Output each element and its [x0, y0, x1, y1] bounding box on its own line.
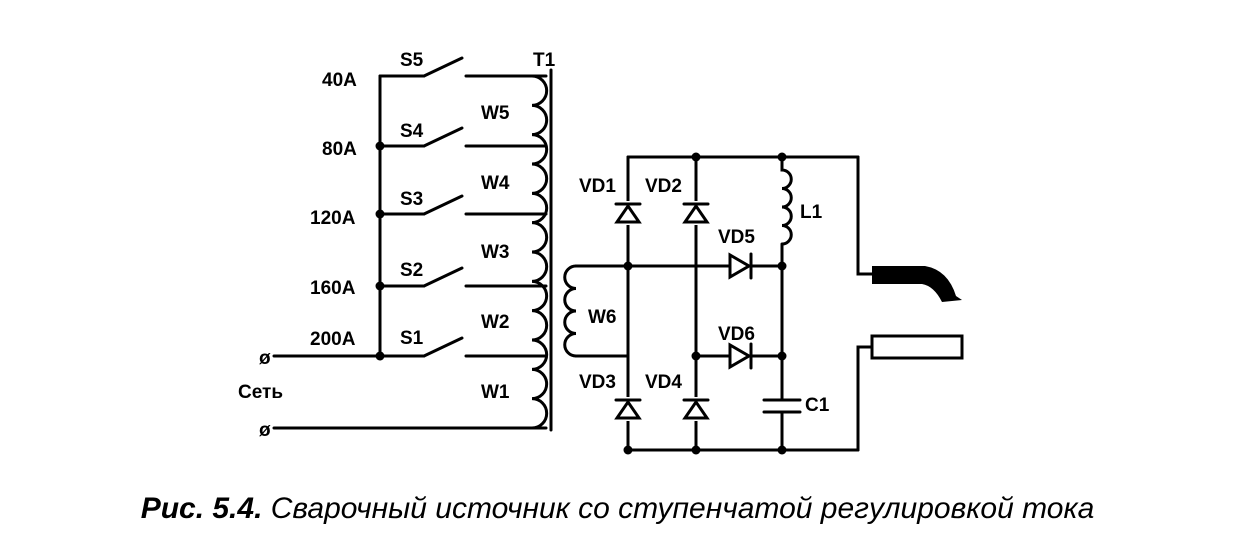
junction-dot [375, 281, 385, 291]
junction-dot [777, 261, 787, 271]
welding-cable-icon [872, 266, 962, 302]
mains-label: Сеть [238, 382, 283, 403]
vd5-diode-icon [728, 252, 752, 280]
switch-s3 [422, 194, 464, 216]
welding-source-schematic: S5 S4 S3 S2 S1 40A 80A 120A 160A 200A T1… [238, 50, 964, 455]
switch-label-s4: S4 [400, 121, 424, 142]
capacitor-label: C1 [805, 395, 830, 416]
vd3-diode-icon [614, 399, 642, 420]
switch-label-s1: S1 [400, 328, 424, 349]
winding-label-w5: W5 [481, 103, 510, 124]
winding-label-w2: W2 [481, 312, 510, 333]
secondary-winding-coil [563, 264, 577, 358]
switch-s5 [422, 56, 464, 78]
junction-dot [623, 261, 633, 271]
junction-dot [375, 351, 385, 361]
junction-dot [691, 152, 701, 162]
junction-dot [623, 445, 633, 455]
current-label-80a: 80A [322, 139, 357, 160]
junction-dot [375, 141, 385, 151]
inductor-coil [780, 157, 793, 246]
current-label-200a: 200A [310, 329, 356, 350]
switch-s2 [422, 266, 464, 288]
winding-label-w3: W3 [481, 242, 510, 263]
output-bottom-wire [856, 345, 874, 452]
output-top-wire [856, 155, 874, 276]
vd1-diode-icon [614, 203, 642, 224]
figure-caption: Рис. 5.4. Сварочный источник со ступенча… [0, 492, 1235, 526]
mains-terminal-top: ø [259, 348, 271, 369]
inductor-label: L1 [800, 202, 823, 223]
switch-label-s2: S2 [400, 260, 423, 281]
junction-dot [375, 209, 385, 219]
mains-terminal-bottom: ø [259, 420, 271, 441]
junction-dot [691, 351, 701, 361]
winding-label-w6: W6 [588, 307, 617, 328]
diode-label-vd6: VD6 [718, 324, 755, 345]
vd6-diode-icon [728, 342, 752, 370]
diode-label-vd2: VD2 [645, 176, 682, 197]
primary-winding-coil [531, 74, 549, 430]
transformer-label: T1 [533, 50, 556, 71]
winding-label-w1: W1 [481, 382, 510, 403]
diode-label-vd5: VD5 [718, 227, 755, 248]
figure-number: Рис. 5.4. [140, 492, 263, 525]
diode-label-vd4: VD4 [645, 372, 682, 393]
current-label-120a: 120A [310, 208, 356, 229]
junction-dot [777, 351, 787, 361]
junction-dot [777, 152, 787, 162]
diode-label-vd3: VD3 [579, 372, 616, 393]
current-label-160a: 160A [310, 278, 356, 299]
electrode-holder-icon [870, 334, 964, 360]
switch-s1 [422, 336, 464, 358]
winding-label-w4: W4 [481, 173, 510, 194]
diode-label-vd1: VD1 [579, 176, 616, 197]
switch-label-s5: S5 [400, 50, 424, 71]
vd4-diode-icon [682, 399, 710, 420]
switch-label-s3: S3 [400, 189, 423, 210]
vd2-diode-icon [682, 203, 710, 224]
junction-dot [691, 445, 701, 455]
figure-title: Сварочный источник со ступенчатой регули… [270, 492, 1095, 525]
switch-s4 [422, 126, 464, 148]
current-label-40a: 40A [322, 70, 357, 91]
junction-dot [777, 445, 787, 455]
